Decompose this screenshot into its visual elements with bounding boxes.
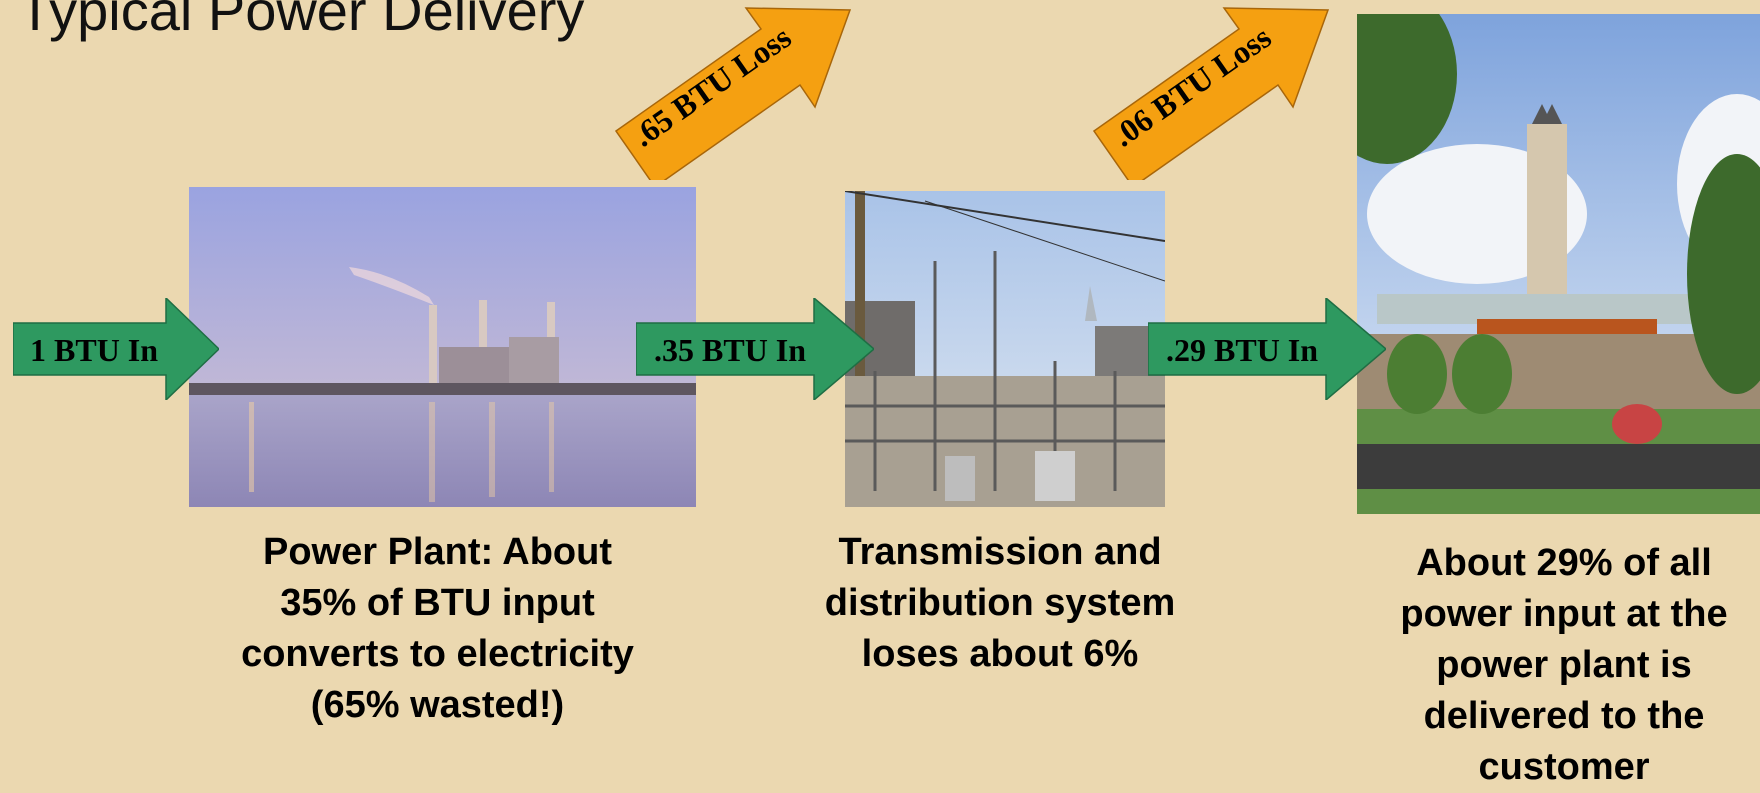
input-arrow-2	[636, 298, 874, 400]
input-arrow-1-label: 1 BTU In	[30, 332, 159, 368]
substation-photo	[845, 191, 1165, 507]
input-arrow-2-label: .35 BTU In	[654, 332, 807, 368]
slide-title: Typical Power Delivery	[18, 0, 585, 42]
customer-caption: About 29% of all power input at the powe…	[1400, 542, 1728, 788]
input-arrow-1	[13, 298, 219, 400]
input-arrow-3	[1148, 298, 1386, 400]
loss-arrow-2	[1092, 7, 1330, 180]
customer-building-photo	[1357, 14, 1760, 514]
loss-arrow-1	[614, 7, 852, 180]
power-plant-caption: Power Plant: About 35% of BTU input conv…	[241, 531, 634, 726]
transmission-caption: Transmission and distribution system los…	[824, 531, 1176, 675]
power-plant-photo	[189, 187, 696, 507]
input-arrow-3-label: .29 BTU In	[1166, 332, 1319, 368]
